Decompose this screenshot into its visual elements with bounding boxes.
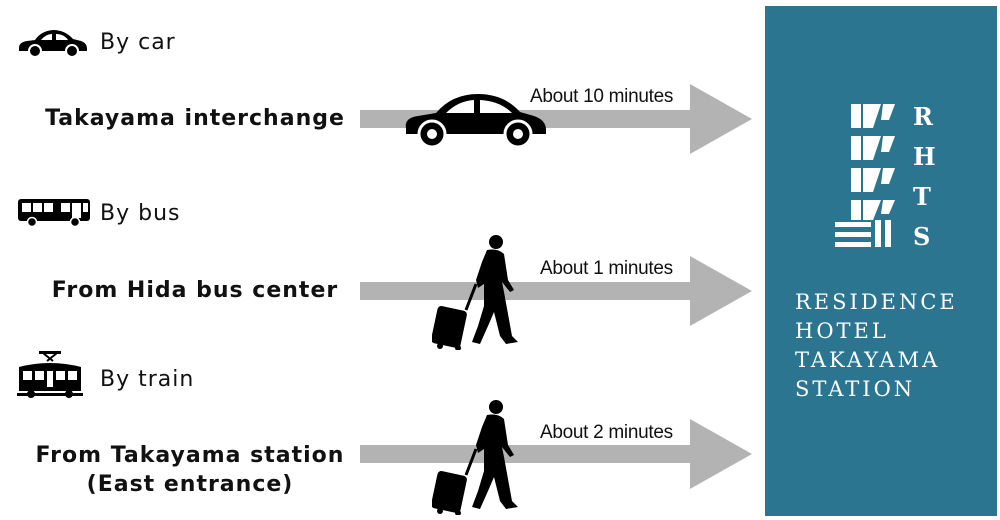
route-arrow xyxy=(360,256,752,326)
hotel-panel: R H T S RESIDENCE HOTEL TAKAYAMA STATION xyxy=(765,6,997,516)
logo-letter-h: H xyxy=(913,142,936,171)
section-by-bus: By bus From Hida bus center About 1 minu… xyxy=(0,170,760,350)
route-arrow xyxy=(360,419,752,489)
walking-traveler-icon xyxy=(432,400,518,515)
car-icon xyxy=(19,30,87,58)
hotel-name-line: HOTEL xyxy=(795,319,889,343)
duration-label: About 1 minutes xyxy=(540,258,673,279)
origin-line-station: From Takayama station xyxy=(35,443,345,468)
hotel-name-line: STATION xyxy=(795,377,916,401)
walking-traveler-icon xyxy=(432,235,518,350)
section-by-car: By car Takayama interchange About 10 min… xyxy=(0,0,760,170)
bus-icon xyxy=(18,199,90,228)
hotel-logo-icon xyxy=(835,104,895,247)
car-icon xyxy=(405,94,546,149)
train-icon xyxy=(17,351,83,398)
mode-label-train: By train xyxy=(100,367,195,392)
origin-line-entrance: (East entrance) xyxy=(86,472,294,497)
hotel-name-line: TAKAYAMA xyxy=(795,348,941,372)
origin-takayama-interchange: Takayama interchange xyxy=(45,106,345,131)
duration-label: About 10 minutes xyxy=(530,86,674,107)
mode-label-bus: By bus xyxy=(100,201,181,226)
duration-label: About 2 minutes xyxy=(540,422,673,443)
hotel-name: RESIDENCE HOTEL TAKAYAMA STATION xyxy=(795,288,958,404)
logo-letter-s: S xyxy=(913,222,931,251)
logo-letter-t: T xyxy=(913,182,931,211)
logo-letter-r: R xyxy=(913,102,933,131)
origin-hida-bus-center: From Hida bus center xyxy=(51,278,339,303)
section-by-train: By train From Takayama station (East ent… xyxy=(0,345,760,520)
origin-takayama-station: From Takayama station (East entrance) xyxy=(30,441,350,499)
mode-label-car: By car xyxy=(100,30,176,55)
hotel-name-line: RESIDENCE xyxy=(795,290,958,314)
